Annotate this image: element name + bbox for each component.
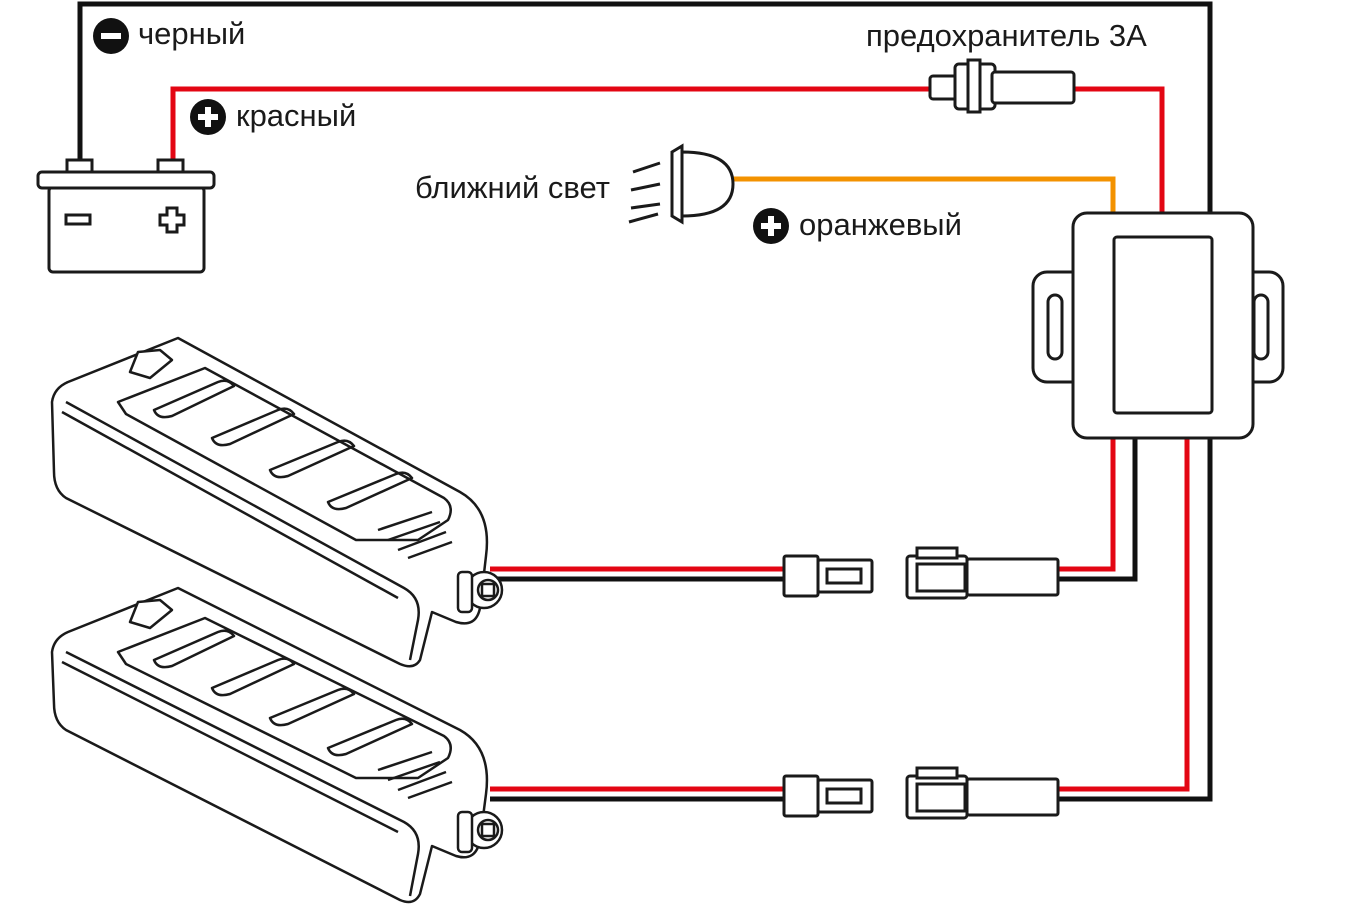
output-black-upper (1058, 438, 1138, 582)
fuse-icon (928, 58, 1076, 114)
red-label: красный (190, 98, 356, 135)
battery-icon (36, 158, 216, 274)
connector-upper-female (905, 546, 1060, 600)
low-beam-label: ближний свет (415, 170, 610, 205)
connector-lower-female (905, 766, 1060, 820)
drl-lamp-upper (50, 336, 504, 668)
orange-wire-label: оранжевый (799, 207, 962, 242)
control-box-icon (1031, 211, 1285, 440)
black-wire-main (77, 1, 1213, 213)
headlight-icon (628, 143, 735, 225)
output-red-upper (1058, 438, 1116, 572)
connector-lower-male (782, 774, 874, 818)
orange-label: оранжевый (753, 207, 962, 244)
black-label: черный (93, 16, 245, 54)
wires (77, 1, 1213, 802)
drl-lamp-lower (50, 586, 504, 904)
connector-upper-male (782, 554, 874, 598)
orange-wire (732, 176, 1116, 213)
black-wire-label: черный (138, 16, 245, 51)
output-red-lower (1058, 438, 1190, 792)
fuse-label: предохранитель 3А (866, 18, 1147, 53)
red-wire-main (170, 86, 930, 160)
red-wire-label: красный (236, 98, 356, 133)
output-black-lower (1058, 438, 1213, 802)
red-wire-fuse-out (1072, 86, 1165, 213)
